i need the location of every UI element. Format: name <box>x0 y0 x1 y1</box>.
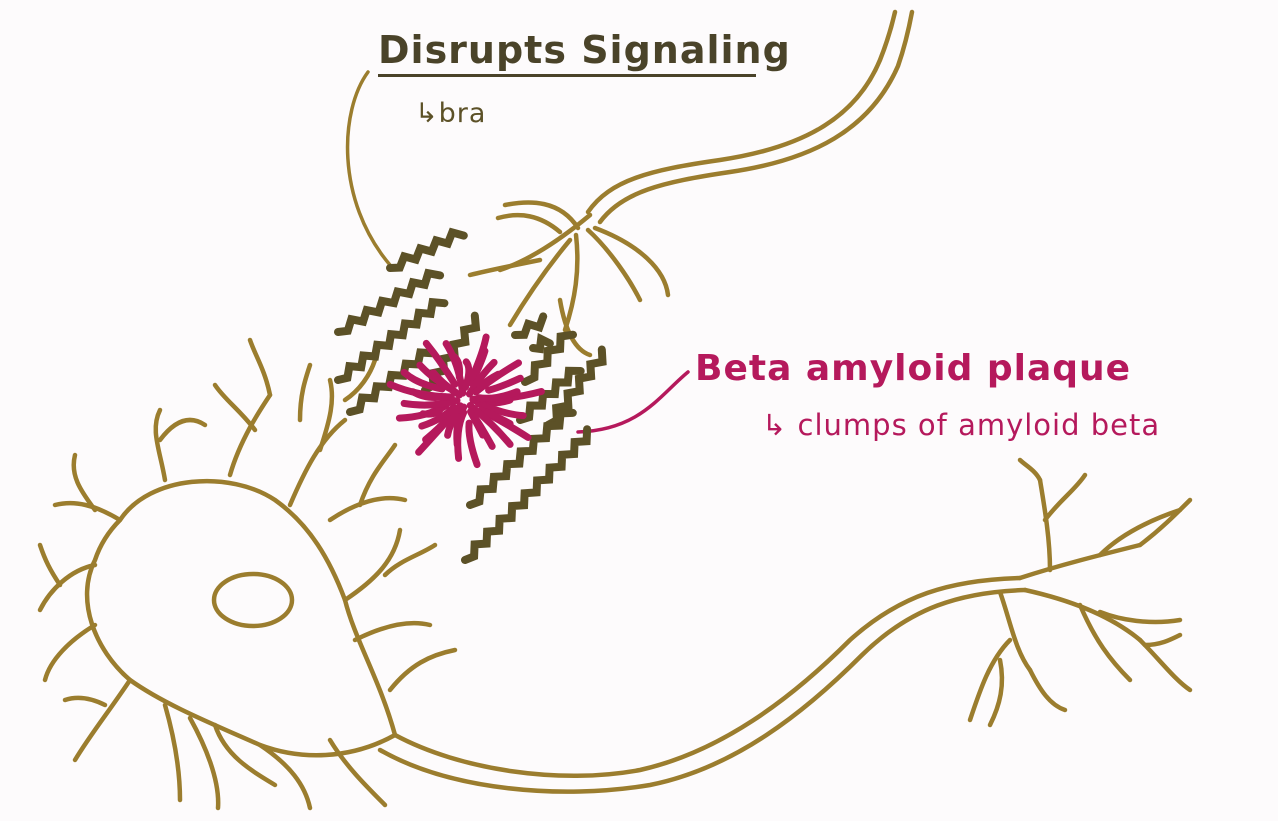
fibril-sub-text: bra <box>439 98 487 129</box>
plaque-sub-text: clumps of amyloid beta <box>798 408 1161 442</box>
nucleus <box>214 574 292 626</box>
plaque-squiggle <box>479 392 517 399</box>
plaque-leader-line <box>578 372 688 432</box>
hooked-arrow-icon: ↳ <box>762 408 787 442</box>
plaque-heading-label: Beta amyloid plaque <box>695 348 1131 389</box>
hooked-arrow-icon: ↳ <box>415 98 439 129</box>
plaque-squiggle <box>404 401 457 406</box>
beta-amyloid-plaque <box>390 337 541 465</box>
fibril-heading-underline <box>378 74 756 77</box>
cell-body-outline <box>87 481 395 755</box>
axon-upper <box>395 578 1020 776</box>
fibril-strand <box>338 273 440 332</box>
fibril-strand <box>515 316 543 335</box>
fibril-heading-label: Disrupts Signaling <box>378 28 791 72</box>
fibril-strand <box>390 232 464 268</box>
axon-lower <box>380 590 1025 792</box>
plaque-sub-label: ↳ clumps of amyloid beta <box>762 408 1160 442</box>
fibril-sub-label: ↳bra <box>415 98 486 129</box>
fibril-leader-line <box>348 72 390 265</box>
